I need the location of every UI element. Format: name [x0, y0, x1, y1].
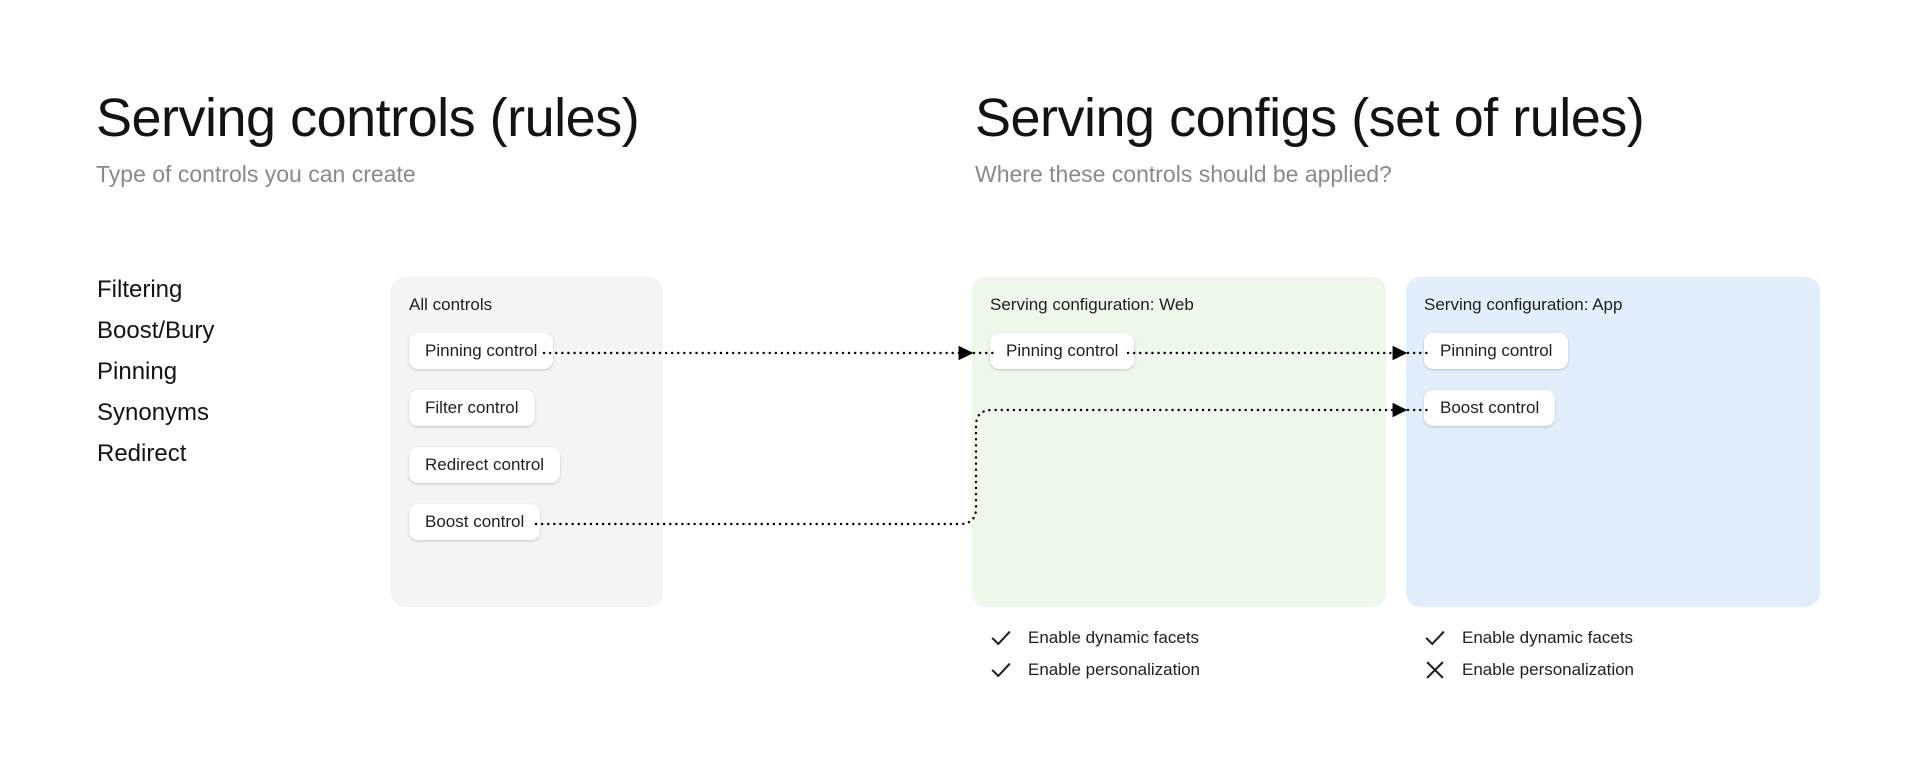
- panel-all-controls: All controls Pinning control Filter cont…: [391, 277, 663, 607]
- control-type-item-boost-bury: Boost/Bury: [97, 317, 215, 344]
- option-label: Enable dynamic facets: [1462, 628, 1634, 647]
- check-icon: [1425, 630, 1445, 646]
- panel-serving-config-app-title: Serving configuration: App: [1424, 295, 1623, 314]
- option-label: Enable personalization: [1462, 660, 1635, 679]
- control-pill-redirect-all[interactable]: Redirect control: [409, 447, 561, 483]
- option-row-app-dynamic-facets: Enable dynamic facets: [1422, 622, 1634, 654]
- control-pill-boost-all[interactable]: Boost control: [409, 504, 541, 540]
- left-column-title: Serving controls (rules): [96, 88, 640, 148]
- left-column-header: Serving controls (rules) Type of control…: [96, 88, 640, 188]
- panel-serving-config-web-title: Serving configuration: Web: [990, 295, 1194, 314]
- option-row-web-dynamic-facets: Enable dynamic facets: [988, 622, 1200, 654]
- control-pill-pinning-web[interactable]: Pinning control: [990, 333, 1135, 369]
- options-list-web: Enable dynamic facets Enable personaliza…: [988, 622, 1200, 686]
- cross-icon: [1426, 661, 1444, 679]
- right-column-title: Serving configs (set of rules): [975, 88, 1645, 148]
- panel-serving-config-web: Serving configuration: Web Pinning contr…: [972, 277, 1386, 607]
- control-pill-pinning-app[interactable]: Pinning control: [1424, 333, 1569, 369]
- options-list-app: Enable dynamic facets Enable personaliza…: [1422, 622, 1634, 686]
- control-type-item-synonyms: Synonyms: [97, 399, 210, 426]
- control-type-list: Filtering Boost/Bury Pinning Synonyms Re…: [97, 269, 347, 474]
- option-row-app-personalization: Enable personalization: [1422, 654, 1634, 686]
- left-column-subtitle: Type of controls you can create: [96, 160, 416, 187]
- panel-serving-config-app: Serving configuration: App Pinning contr…: [1406, 277, 1820, 607]
- option-label: Enable dynamic facets: [1028, 628, 1200, 647]
- control-pill-pinning-all[interactable]: Pinning control: [409, 333, 554, 369]
- control-type-item-redirect: Redirect: [97, 440, 187, 467]
- panel-all-controls-title: All controls: [409, 295, 493, 314]
- control-type-item-pinning: Pinning: [97, 358, 178, 385]
- option-row-web-personalization: Enable personalization: [988, 654, 1200, 686]
- check-icon: [991, 662, 1011, 678]
- control-pill-boost-app[interactable]: Boost control: [1424, 390, 1556, 426]
- right-column-header: Serving configs (set of rules) Where the…: [975, 88, 1645, 188]
- option-label: Enable personalization: [1028, 660, 1201, 679]
- control-type-item-filtering: Filtering: [97, 276, 183, 303]
- right-column-subtitle: Where these controls should be applied?: [975, 160, 1392, 187]
- control-pill-filter-all[interactable]: Filter control: [409, 390, 535, 426]
- check-icon: [991, 630, 1011, 646]
